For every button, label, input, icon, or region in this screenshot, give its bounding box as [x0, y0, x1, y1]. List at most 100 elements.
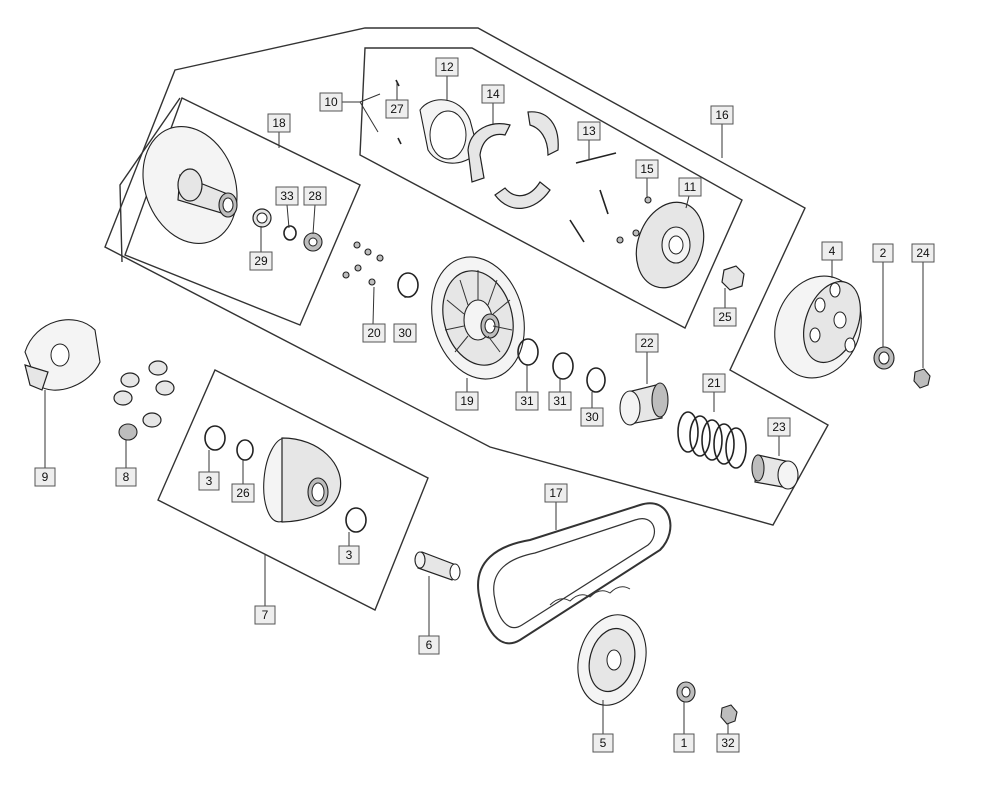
callout-16: 16: [710, 105, 734, 125]
callout-4: 4: [821, 241, 843, 261]
callout-30b: 30: [580, 407, 604, 427]
part-15-washer-b: [632, 229, 640, 237]
callout-5: 5: [592, 733, 614, 753]
svg-text:30: 30: [398, 326, 412, 340]
callout-32: 32: [716, 733, 740, 753]
svg-text:32: 32: [721, 736, 735, 750]
callout-30a: 30: [393, 323, 417, 343]
svg-text:30: 30: [585, 410, 599, 424]
svg-text:22: 22: [640, 336, 654, 350]
part-17-drive-belt: [477, 502, 672, 645]
part-6-spacer: [414, 551, 461, 581]
part-30-o-ring: [397, 272, 419, 298]
svg-text:28: 28: [308, 189, 322, 203]
svg-text:26: 26: [236, 486, 250, 500]
part-15-washer-c: [616, 236, 624, 244]
part-11-clutch-carrier: [635, 201, 705, 289]
group-outline-16: [104, 27, 829, 526]
svg-text:3: 3: [346, 548, 353, 562]
callout-29: 29: [249, 251, 273, 271]
callout-3a: 3: [198, 471, 220, 491]
callout-7: 7: [254, 605, 276, 625]
callout-33: 33: [275, 186, 299, 206]
svg-text:3: 3: [206, 474, 213, 488]
svg-text:17: 17: [549, 486, 563, 500]
svg-text:31: 31: [553, 394, 567, 408]
callout-20: 20: [362, 323, 386, 343]
svg-text:8: 8: [123, 470, 130, 484]
part-22-collar: [619, 382, 669, 426]
part-29-bushing: [252, 208, 272, 228]
callout-26: 26: [231, 483, 255, 503]
part-8-rollers: [113, 360, 175, 441]
part-33-circlip: [283, 225, 297, 241]
part-13-clutch-springs: [569, 152, 617, 243]
svg-text:18: 18: [272, 116, 286, 130]
svg-text:16: 16: [715, 108, 729, 122]
part-21-compression-spring: [677, 411, 747, 469]
callout-22: 22: [635, 333, 659, 353]
part-26-ring: [236, 439, 254, 461]
group-outline-18: [124, 97, 361, 326]
part-14-clutch-shoes: [467, 111, 559, 209]
part-28-oil-seal: [303, 232, 323, 252]
svg-text:25: 25: [718, 310, 732, 324]
part-7-pulley-half: [263, 437, 342, 523]
svg-text:4: 4: [829, 244, 836, 258]
part-31-ring-b: [552, 352, 574, 380]
svg-text:7: 7: [262, 608, 269, 622]
part-19-fixed-driven-face: [431, 256, 525, 380]
callout-19: 19: [455, 391, 479, 411]
svg-text:1: 1: [681, 736, 688, 750]
part-12-plate: [419, 99, 479, 164]
svg-text:11: 11: [684, 180, 697, 194]
svg-text:13: 13: [582, 124, 596, 138]
callout-1: 1: [673, 733, 695, 753]
group-outline-10: [359, 47, 743, 329]
callout-18: 18: [267, 113, 291, 133]
callout-9: 9: [34, 467, 56, 487]
part-2-bearing: [873, 346, 895, 370]
group-outline-7: [157, 369, 429, 611]
svg-text:14: 14: [486, 87, 500, 101]
svg-text:19: 19: [460, 394, 474, 408]
svg-text:20: 20: [367, 326, 381, 340]
callout-15: 15: [635, 159, 659, 179]
callout-labels: 1 2 3 3 4 5 6 7 8 9 10 11 12 13 14 15 16…: [34, 57, 935, 753]
part-3-washer-a: [204, 425, 226, 451]
part-9-ramp-plate: [24, 319, 101, 391]
callout-23: 23: [767, 417, 791, 437]
callout-11: 11: [678, 177, 702, 197]
callout-6: 6: [418, 635, 440, 655]
svg-text:33: 33: [280, 189, 294, 203]
part-30-o-ring-lower: [586, 367, 606, 393]
svg-text:15: 15: [640, 162, 654, 176]
part-5-fan-pulley: [577, 614, 647, 706]
svg-text:24: 24: [916, 246, 930, 260]
callout-13: 13: [577, 121, 601, 141]
callout-2: 2: [872, 243, 894, 263]
part-3-washer-b: [345, 507, 367, 533]
group-outline-16-inner: [119, 97, 181, 263]
leader-lines: [44, 76, 924, 734]
svg-text:27: 27: [390, 102, 404, 116]
part-1-bearing: [676, 681, 696, 703]
callout-27: 27: [385, 99, 409, 119]
svg-text:6: 6: [426, 638, 433, 652]
svg-text:29: 29: [254, 254, 268, 268]
callout-31a: 31: [515, 391, 539, 411]
svg-text:31: 31: [520, 394, 534, 408]
callout-17: 17: [544, 483, 568, 503]
part-20-pins: [342, 241, 384, 286]
part-25-nut: [721, 265, 745, 291]
callout-28: 28: [303, 186, 327, 206]
svg-text:10: 10: [324, 95, 338, 109]
part-15-washer-a: [644, 196, 652, 204]
svg-text:12: 12: [440, 60, 454, 74]
callout-25: 25: [713, 307, 737, 327]
part-31-ring-a: [517, 338, 539, 366]
callout-31b: 31: [548, 391, 572, 411]
callout-24: 24: [911, 243, 935, 263]
